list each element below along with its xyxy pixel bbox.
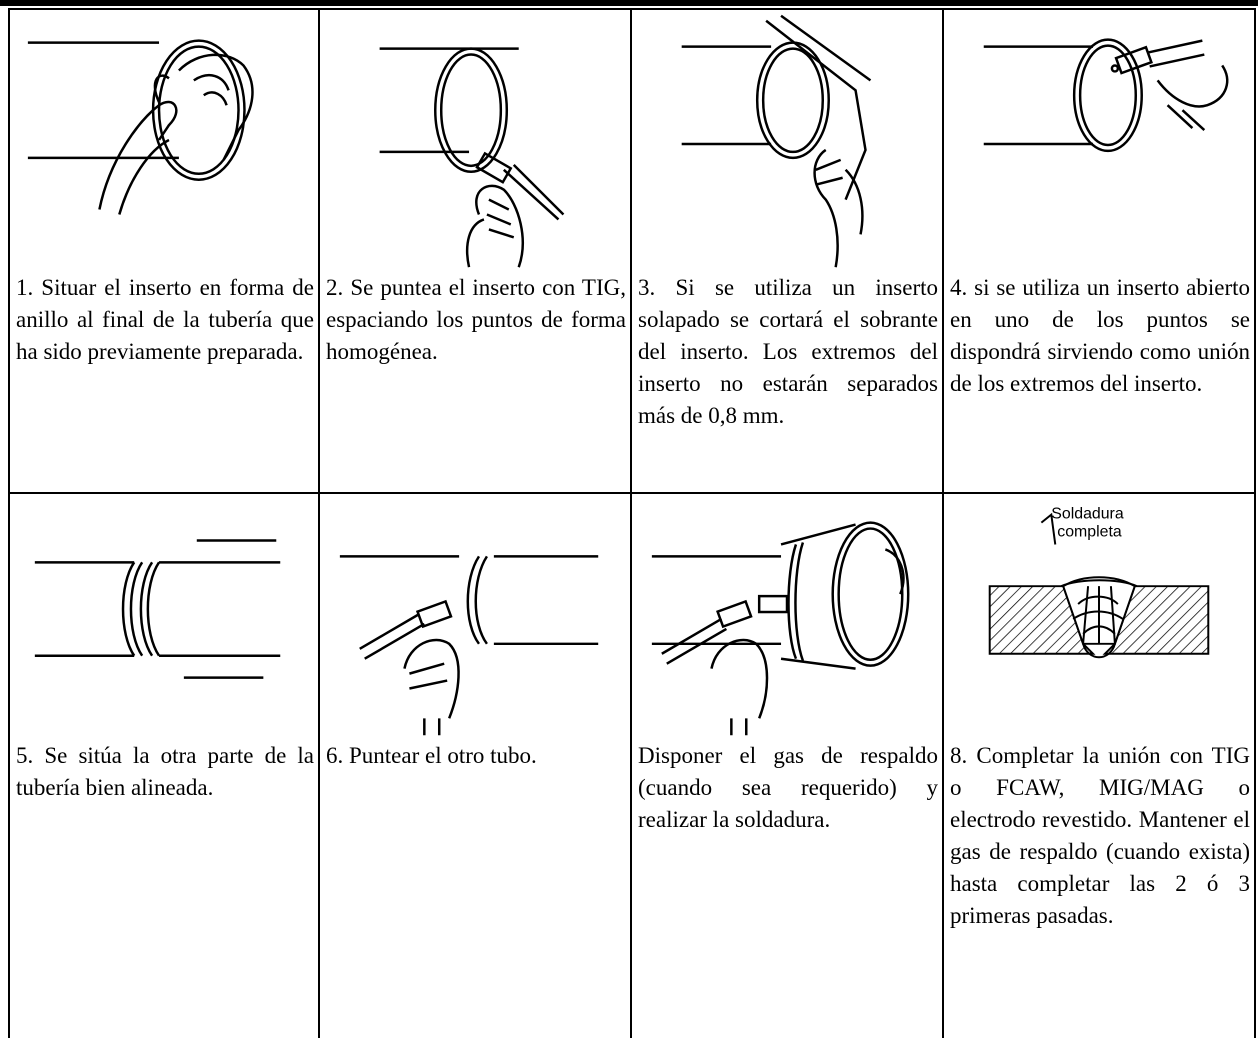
step-caption-3: 3. Si se utiliza un inserto solapado se … <box>638 275 938 428</box>
cutting-overlapped-insert-icon <box>632 10 942 268</box>
tig-tack-weld-insert-icon <box>320 10 630 268</box>
weld-label-line1: Soldadura <box>1051 506 1124 523</box>
step-caption-8: 8. Completar la unión con TIG o FCAW, MI… <box>950 743 1250 928</box>
aligned-pipes-icon <box>10 494 318 736</box>
step-cell-5: 5. Se sitúa la otra parte de la tubería … <box>8 492 320 1038</box>
tack-other-pipe-icon <box>320 494 630 736</box>
table-row: 5. Se sitúa la otra parte de la tubería … <box>8 492 1256 1038</box>
step-caption-7: Disponer el gas de respaldo (cuando sea … <box>638 743 938 832</box>
step-cell-8: Soldadura completa 8. Completar la unión… <box>942 492 1256 1038</box>
step-cell-7: Disponer el gas de respaldo (cuando sea … <box>630 492 944 1038</box>
procedure-table: 1. Situar el inserto en forma de anillo … <box>8 8 1256 1038</box>
step-cell-2: 2. Se puntea el inserto con TIG, espacia… <box>318 8 632 494</box>
hands-placing-ring-insert-icon <box>10 10 318 268</box>
step-caption-6: 6. Puntear el otro tubo. <box>326 743 537 768</box>
weld-cross-section-icon: Soldadura completa <box>944 494 1254 736</box>
step-cell-6: 6. Puntear el otro tubo. <box>318 492 632 1038</box>
step-caption-2: 2. Se puntea el inserto con TIG, espacia… <box>326 275 626 364</box>
step-cell-3: 3. Si se utiliza un inserto solapado se … <box>630 8 944 494</box>
weld-label-line2: completa <box>1057 524 1122 541</box>
step-cell-4: 4. si se utiliza un inserto abierto en u… <box>942 8 1256 494</box>
step-cell-1: 1. Situar el inserto en forma de anillo … <box>8 8 320 494</box>
step-caption-5: 5. Se sitúa la otra parte de la tubería … <box>16 743 314 800</box>
step-caption-1: 1. Situar el inserto en forma de anillo … <box>16 275 314 364</box>
step-caption-4: 4. si se utiliza un inserto abierto en u… <box>950 275 1250 396</box>
top-rule <box>0 0 1258 6</box>
backing-gas-welding-icon <box>632 494 942 736</box>
joining-open-insert-icon <box>944 10 1254 268</box>
table-row: 1. Situar el inserto en forma de anillo … <box>8 8 1256 494</box>
